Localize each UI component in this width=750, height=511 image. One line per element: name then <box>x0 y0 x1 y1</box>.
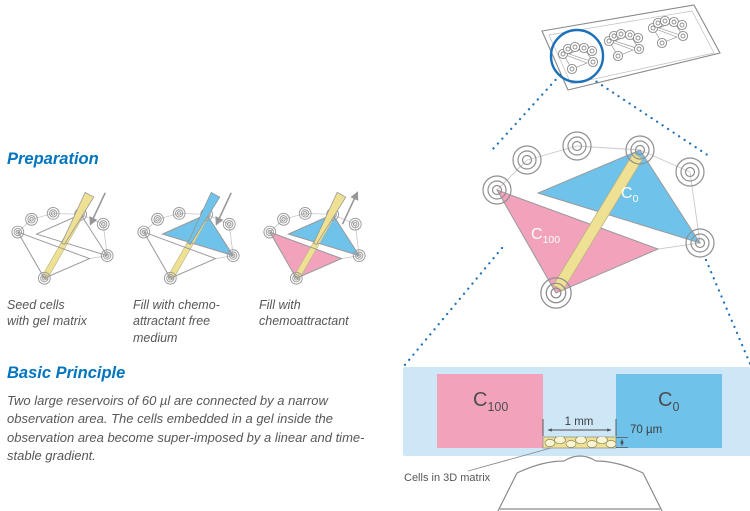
c100-label: C100 <box>531 226 560 246</box>
projection-line <box>704 258 750 367</box>
basic-principle-text: Two large reservoirs of 60 µl are connec… <box>7 392 365 464</box>
prep-step-seed-cells: Seed cells with gel matrix <box>7 181 120 346</box>
width-label: 1 mm <box>565 416 594 428</box>
cell-blob <box>586 440 598 448</box>
prep-step-caption: Seed cells with gel matrix <box>7 298 87 329</box>
projection-line <box>402 246 504 368</box>
basic-principle-heading: Basic Principle <box>7 363 126 382</box>
prep-step-fill-medium: Fill with chemo- attractant free medium <box>133 181 246 346</box>
cross-section-view: C100 C0 1 mm 70 µm Cells in 3D matrix <box>403 367 750 511</box>
prep-step-2-drawing <box>133 192 243 291</box>
highlight-circle <box>549 28 605 84</box>
cells-in-matrix <box>544 437 616 448</box>
cells-label: Cells in 3D matrix <box>404 472 491 484</box>
arrow-up-icon <box>341 191 359 225</box>
projection-line <box>490 73 562 152</box>
chamber-zoom-view: C100 C0 <box>482 131 715 309</box>
slide-overview-drawing <box>541 4 721 91</box>
cell-blob <box>575 437 587 445</box>
c100-box <box>437 374 543 448</box>
c100-box-label: C100 <box>473 389 508 414</box>
prep-step-caption: Fill with chemoattractant <box>259 298 349 329</box>
preparation-steps: Seed cells with gel matrix Fill with che… <box>7 181 379 346</box>
height-label: 70 µm <box>630 424 662 436</box>
cells-leader-line <box>467 447 552 472</box>
prep-step-fill-chemoattractant: Fill with chemoattractant <box>259 181 372 346</box>
cell-blob <box>544 439 556 447</box>
observation-channel <box>552 152 644 292</box>
prep-step-1-drawing <box>7 192 117 291</box>
projection-line <box>589 76 714 160</box>
arrow-down-icon <box>215 192 232 226</box>
c0-box-label: C0 <box>658 389 679 414</box>
c0-label: C0 <box>621 185 639 205</box>
cell-blob <box>605 440 616 448</box>
cell-blob <box>596 437 608 445</box>
arrow-down-icon <box>89 192 106 226</box>
dimension-70um: 70 µm <box>616 424 662 448</box>
cell-blob <box>565 440 577 448</box>
dimension-1mm: 1 mm <box>542 416 617 436</box>
prep-step-3-drawing <box>259 191 369 291</box>
left-column: Preparation Seed cells with gel matrix F… <box>7 150 379 466</box>
c100-reservoir <box>495 189 660 294</box>
cell-blob <box>554 437 566 445</box>
objective-drawing <box>497 455 663 511</box>
slide-inner-outline <box>548 10 715 85</box>
projection-lines <box>402 73 750 368</box>
preparation-heading: Preparation <box>7 150 99 168</box>
prep-step-caption: Fill with chemo- attractant free medium <box>133 298 220 345</box>
c0-box <box>616 374 722 448</box>
